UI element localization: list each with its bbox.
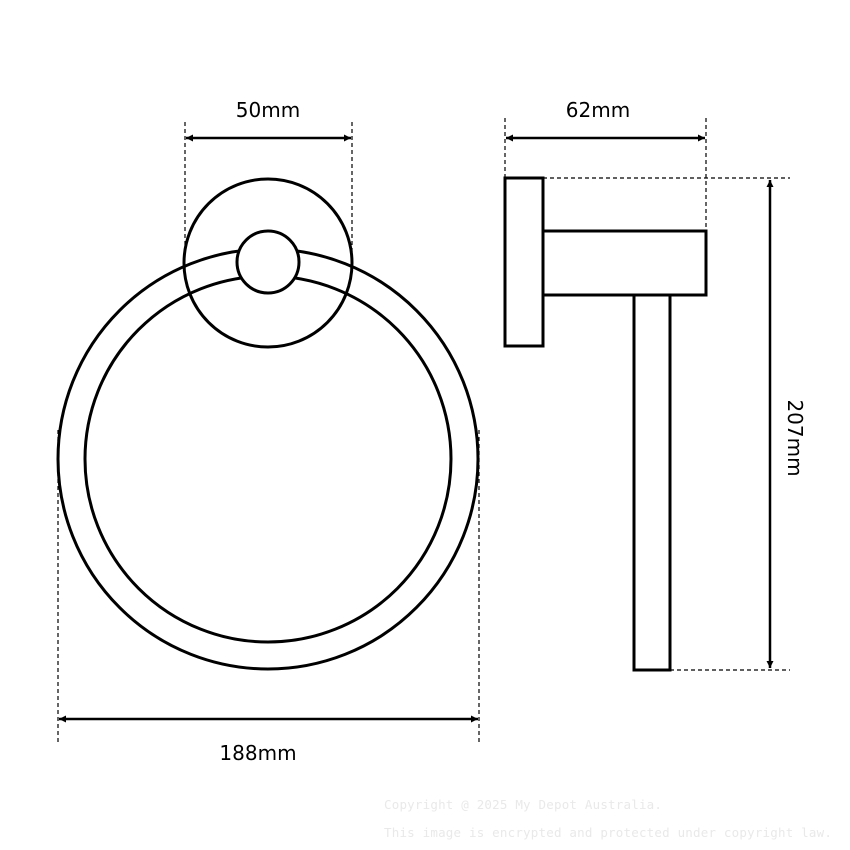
- wall-plate: [503, 176, 545, 348]
- copyright-watermark: Copyright @ 2025 My Depot Australia.: [384, 797, 663, 812]
- front-view: 50mm 188mm: [56, 98, 480, 765]
- ring-connector-circle: [235, 229, 301, 295]
- copyright-notice-watermark: This image is encrypted and protected un…: [384, 825, 833, 840]
- ring-width-label: 188mm: [219, 741, 296, 765]
- support-arm: [541, 229, 708, 297]
- projection-label: 62mm: [566, 98, 630, 122]
- height-label: 207mm: [783, 399, 807, 476]
- side-view: 62mm 207mm: [503, 98, 807, 672]
- rose-width-label: 50mm: [236, 98, 300, 122]
- ring-side-profile: [632, 293, 672, 672]
